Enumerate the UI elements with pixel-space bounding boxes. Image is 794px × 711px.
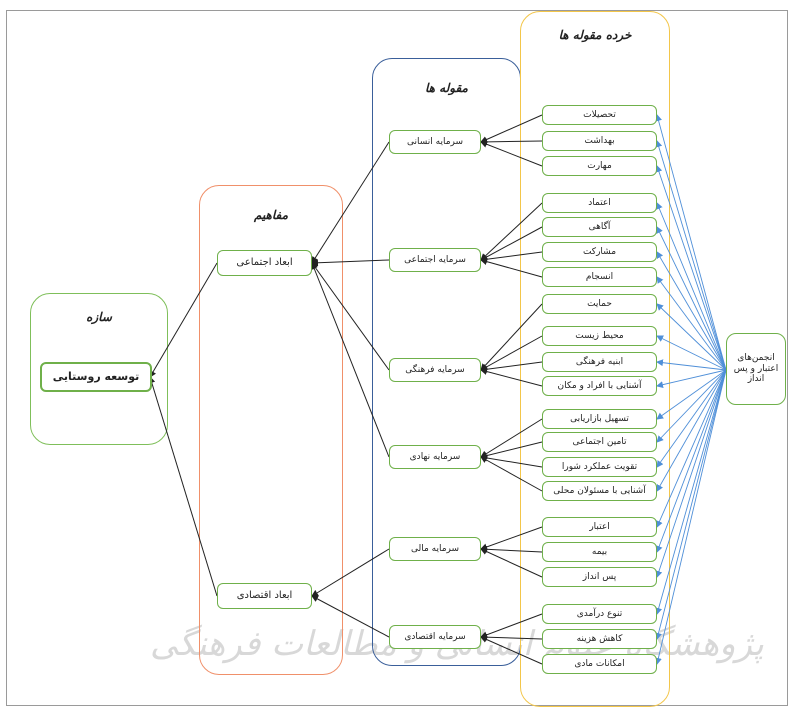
subcategory-node: آشنایی با مسئولان محلی — [542, 481, 657, 501]
association-node-credit-savings: انجمن‌های اعتبار و پس انداز — [726, 333, 786, 405]
category-node-financial-capital: سرمایه مالی — [389, 537, 481, 561]
categories-title: مقوله ها — [425, 81, 468, 95]
subcategory-node: محیط زیست — [542, 326, 657, 346]
subcategory-node: بهداشت — [542, 131, 657, 151]
subcategory-node: تقویت عملکرد شورا — [542, 457, 657, 477]
category-node-cultural-capital: سرمایه فرهنگی — [389, 358, 481, 382]
subcategory-node: آگاهی — [542, 217, 657, 237]
subcategory-node: حمایت — [542, 294, 657, 314]
category-node-human-capital: سرمایه انسانی — [389, 130, 481, 154]
concepts-title: مفاهیم — [253, 208, 289, 222]
concept-node-economic: ابعاد اقتصادی — [217, 583, 312, 609]
category-node-institutional-capital: سرمایه نهادی — [389, 445, 481, 469]
subcategory-node: آشنایی با افراد و مکان — [542, 376, 657, 396]
subcategory-node: مهارت — [542, 156, 657, 176]
subcategory-node: تسهیل بازاریابی — [542, 409, 657, 429]
subcategory-node: بیمه — [542, 542, 657, 562]
diagram-frame — [6, 10, 788, 706]
subcategory-node: ابنیه فرهنگی — [542, 352, 657, 372]
subcategory-node: تحصیلات — [542, 105, 657, 125]
subcategories-column: خرده مقوله ها — [520, 11, 670, 707]
construct-node-rural-development: توسعه روستایی — [40, 362, 152, 392]
category-node-economic-capital: سرمایه اقتصادی — [389, 625, 481, 649]
subcategory-node: تامین اجتماعی — [542, 432, 657, 452]
subcategory-node: اعتماد — [542, 193, 657, 213]
subcategory-node: تنوع درآمدی — [542, 604, 657, 624]
concept-node-social: ابعاد اجتماعی — [217, 250, 312, 276]
subcategory-node: امکانات مادی — [542, 654, 657, 674]
construct-title: سازه — [86, 310, 112, 324]
subcategory-node: انسجام — [542, 267, 657, 287]
subcategories-title: خرده مقوله ها — [558, 28, 632, 42]
subcategory-node: کاهش هزینه — [542, 629, 657, 649]
subcategory-node: مشارکت — [542, 242, 657, 262]
subcategory-node: پس انداز — [542, 567, 657, 587]
subcategory-node: اعتبار — [542, 517, 657, 537]
construct-column: سازه — [30, 293, 168, 445]
concepts-column: مفاهیم — [199, 185, 343, 675]
category-node-social-capital: سرمایه اجتماعی — [389, 248, 481, 272]
